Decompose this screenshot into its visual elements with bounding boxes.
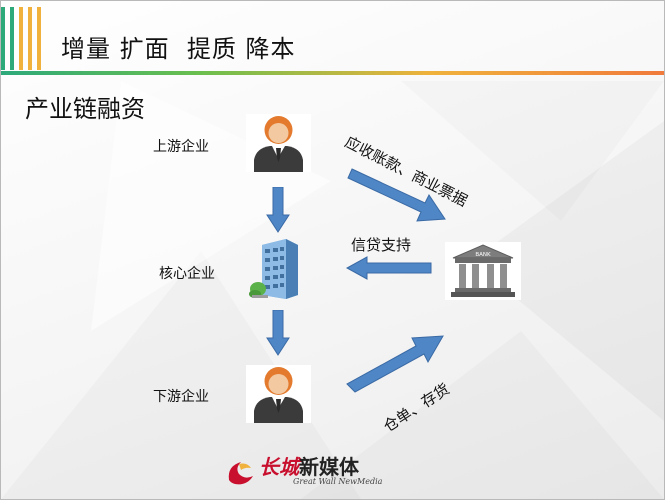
upstream-label: 上游企业 <box>153 139 209 155</box>
down-arrow-icon <box>266 187 290 233</box>
logo-english-text: Great Wall NewMedia <box>293 477 383 486</box>
section-heading: 产业链融资 <box>25 95 145 123</box>
page-title: 增量 扩面 提质 降本 <box>61 35 296 63</box>
person-icon <box>246 365 311 423</box>
title-stripes <box>1 7 46 70</box>
great-wall-newmedia-logo: 长城新媒体 Great Wall NewMedia <box>225 457 382 486</box>
title-underline <box>1 71 664 75</box>
bank-icon: BANK <box>445 242 521 300</box>
down-arrow-icon <box>266 310 290 356</box>
diagonal-arrow-icon <box>346 335 444 393</box>
left-arrow-icon <box>345 256 432 280</box>
core-label: 核心企业 <box>159 266 215 282</box>
logo-swirl-icon <box>228 461 253 484</box>
person-icon <box>246 114 311 172</box>
logo-chinese-text: 长城新媒体 <box>259 455 359 479</box>
downstream-label: 下游企业 <box>153 389 209 405</box>
diagonal-arrow-icon <box>347 168 446 222</box>
credit-support-label: 信贷支持 <box>351 236 412 254</box>
bank-sign-text: BANK <box>475 252 491 258</box>
office-building-icon <box>249 239 298 299</box>
